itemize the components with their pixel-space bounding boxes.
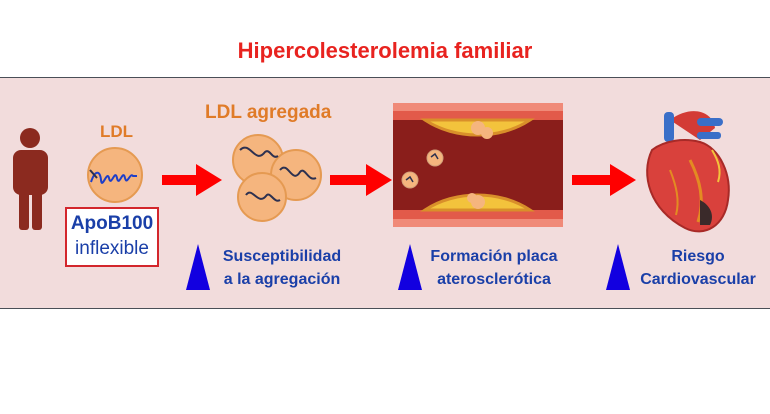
diagram-title: Hipercolesterolemia familiar bbox=[237, 38, 533, 63]
caption-plaque: Formación placa aterosclerótica bbox=[424, 245, 564, 291]
caption-risk: Riesgo Cardiovascular bbox=[632, 245, 764, 291]
caption-aggregation: Susceptibilidad a la agregación bbox=[212, 245, 352, 291]
increase-triangle-icon bbox=[606, 244, 630, 290]
inflexible-label: inflexible bbox=[75, 238, 149, 259]
caption-line: Formación placa bbox=[430, 248, 558, 265]
caption-line: aterosclerótica bbox=[437, 271, 551, 288]
caption-line: Riesgo bbox=[671, 248, 725, 265]
person-icon bbox=[13, 128, 48, 230]
increase-triangle-icon bbox=[186, 244, 210, 290]
arrow-icon bbox=[572, 164, 636, 196]
caption-line: a la agregación bbox=[223, 271, 341, 288]
ldl-aggregate-label: LDL agregada bbox=[205, 102, 332, 123]
arrow-icon bbox=[330, 164, 392, 196]
caption-line: Cardiovascular bbox=[640, 271, 756, 288]
apob100-label: ApoB100 bbox=[70, 213, 154, 234]
apob100-box: ApoB100 inflexible bbox=[65, 207, 159, 267]
ldl-label: LDL bbox=[100, 122, 134, 141]
increase-triangle-icon bbox=[398, 244, 422, 290]
heart-icon bbox=[646, 111, 730, 233]
arrow-icon bbox=[162, 164, 222, 196]
ldl-particle-icon bbox=[87, 147, 143, 203]
ldl-aggregate-icon bbox=[232, 134, 322, 222]
caption-line: Susceptibilidad bbox=[222, 248, 342, 265]
artery-plaque-icon bbox=[393, 103, 563, 227]
